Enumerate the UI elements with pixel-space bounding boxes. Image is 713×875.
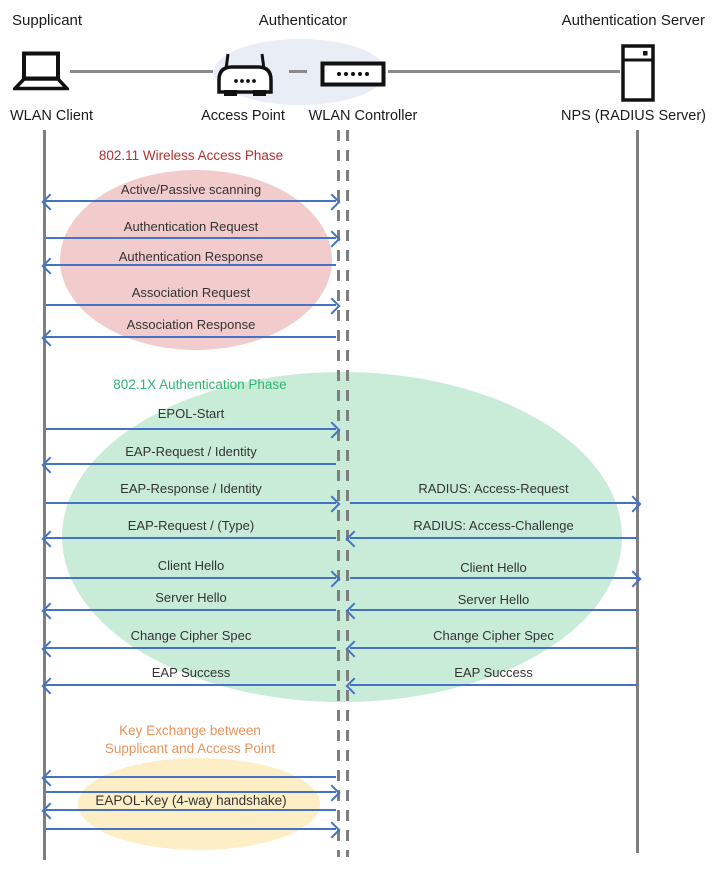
message-label: Active/Passive scanning: [120, 182, 262, 197]
message-arrow-right: [46, 230, 341, 248]
phase2-title: 802.1X Authentication Phase: [113, 377, 287, 392]
authentication-server-role-label: Authentication Server: [561, 12, 705, 29]
supplicant-role-label: Supplicant: [12, 12, 83, 29]
wlan-client-label: WLAN Client: [10, 108, 93, 124]
access-point-icon: [217, 53, 273, 96]
message-label: EPOL-Start: [157, 406, 225, 421]
laptop-icon: [13, 51, 69, 91]
message-arrow-left: [345, 602, 637, 620]
phase3-title-line2: Supplicant and Access Point: [104, 741, 276, 756]
message-label: Association Response: [126, 317, 256, 332]
message-arrow-right: [46, 421, 341, 439]
message-label: Authentication Request: [123, 219, 259, 234]
wlan-controller-icon: [320, 61, 386, 87]
message-arrow-right: [46, 297, 341, 315]
message-label: Client Hello: [460, 560, 527, 575]
message-label: Association Request: [131, 285, 251, 300]
message-label: Change Cipher Spec: [433, 628, 554, 643]
message-label: Change Cipher Spec: [130, 628, 252, 643]
nps-radius-server-label: NPS (RADIUS Server): [560, 108, 706, 124]
message-label: EAP Success: [151, 665, 231, 680]
message-arrow-left: [41, 257, 336, 275]
phase3-title: Key Exchange between Supplicant and Acce…: [45, 722, 335, 758]
phase3-ellipse: [78, 758, 320, 850]
message-label: Client Hello: [157, 558, 225, 573]
message-arrow-right: [46, 821, 341, 839]
controller-lifeline-dashed-right: [346, 130, 349, 857]
message-arrow-left: [41, 640, 336, 658]
message-arrow-right: [46, 570, 341, 588]
message-label: Server Hello: [155, 590, 227, 605]
authenticator-role-label: Authenticator: [258, 12, 348, 29]
wlan-controller-label: WLAN Controller: [308, 108, 418, 124]
message-arrow-right: [350, 570, 642, 588]
message-label: EAP-Request / (Type): [127, 518, 255, 533]
message-label: EAP Success: [454, 665, 533, 680]
message-arrow-left: [41, 602, 336, 620]
message-arrow-right: [46, 784, 341, 802]
controller-lifeline-dashed-left: [337, 130, 340, 857]
phase1-title: 802.11 Wireless Access Phase: [98, 148, 284, 163]
message-arrow-left: [41, 456, 336, 474]
message-label: RADIUS: Access-Request: [418, 481, 569, 496]
message-label: Authentication Response: [118, 249, 264, 264]
message-arrow-both: [41, 193, 341, 211]
access-point-label: Access Point: [201, 108, 285, 124]
server-icon: [621, 44, 655, 102]
phase3-title-line1: Key Exchange between: [119, 723, 261, 738]
server-lifeline: [636, 130, 639, 853]
message-label: RADIUS: Access-Challenge: [413, 518, 574, 533]
message-arrow-left: [41, 769, 336, 787]
supplicant-lifeline: [43, 130, 46, 860]
message-label: EAP-Response / Identity: [120, 481, 262, 496]
message-arrow-left: [41, 530, 336, 548]
connector-line: [70, 70, 213, 73]
connector-line: [388, 70, 620, 73]
message-arrow-left: [41, 802, 336, 820]
message-label: EAPOL-Key (4-way handshake): [95, 793, 287, 808]
message-arrow-right: [350, 495, 642, 513]
message-arrow-left: [345, 677, 637, 695]
message-arrow-left: [345, 640, 637, 658]
message-arrow-left: [345, 530, 637, 548]
message-label: Server Hello: [457, 592, 530, 607]
connector-line: [289, 70, 307, 73]
message-arrow-right: [46, 495, 341, 513]
message-label: EAP-Request / Identity: [125, 444, 257, 459]
message-arrow-left: [41, 329, 336, 347]
message-arrow-left: [41, 677, 336, 695]
